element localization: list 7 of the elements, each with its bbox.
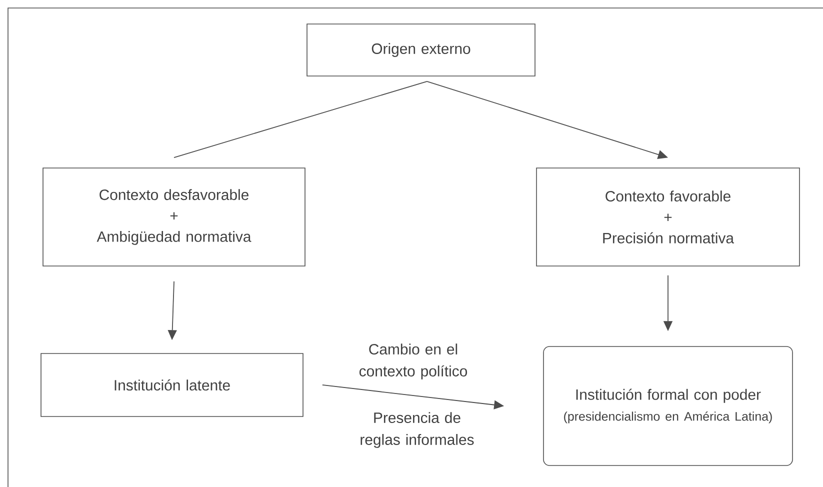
text-box: Origen externo xyxy=(306,24,536,76)
text-box: Contexto favorable + Precisión normativa xyxy=(536,168,800,266)
rounded-box: Institución formal con poder (presidencialismo en América Latina) xyxy=(543,346,793,466)
note-text: Presencia de reglas informales xyxy=(360,412,474,448)
edge-label: Cambio en el contexto político xyxy=(359,344,468,380)
text-box: Institución latente xyxy=(40,353,304,417)
text-box: Contexto desfavorable + Ambigüedad normativa xyxy=(42,168,306,266)
